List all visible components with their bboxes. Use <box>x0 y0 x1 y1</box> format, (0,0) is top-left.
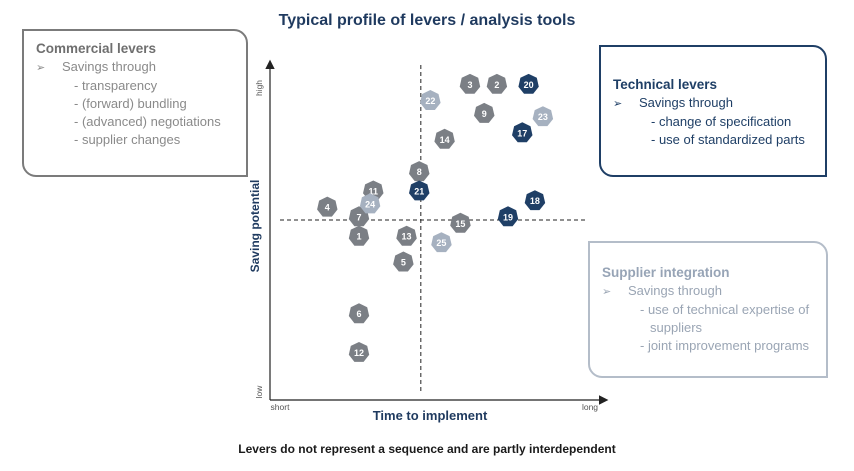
supplier-integration-heading: Supplier integration <box>602 265 730 280</box>
lever-point-5 <box>393 251 414 272</box>
technical-levers-box: Technical levers ➢ Savings through - chan… <box>599 45 827 177</box>
lever-point-label: 23 <box>538 112 548 122</box>
commercial-levers-box: Commercial levers ➢ Savings through - tra… <box>22 29 248 177</box>
arrow-bullet-icon: ➢ <box>602 286 612 298</box>
lever-point-label: 25 <box>436 238 446 248</box>
x-axis-label: Time to implement <box>373 408 488 423</box>
technical-lead-text: Savings through <box>639 95 733 110</box>
lever-point-19 <box>497 206 519 227</box>
lever-point-label: 7 <box>356 212 361 222</box>
lever-point-label: 15 <box>455 219 465 229</box>
lever-point-label: 11 <box>369 186 379 196</box>
technical-levers-heading: Technical levers <box>613 77 718 92</box>
lever-point-label: 9 <box>482 109 487 119</box>
lever-point-label: 21 <box>414 186 424 196</box>
technical-levers-lead: ➢ Savings through <box>613 94 813 113</box>
y-tick-high: high <box>254 80 264 96</box>
lever-point-label: 20 <box>524 80 534 90</box>
lever-point-14 <box>434 128 455 149</box>
lever-point-label: 1 <box>356 232 361 242</box>
supplier-integration-box: Supplier integration ➢ Savings through - … <box>588 241 828 378</box>
supplier-integration-lead: ➢ Savings through <box>602 282 814 301</box>
lever-point-12 <box>348 342 370 362</box>
commercial-levers-lead: ➢ Savings through <box>36 58 234 77</box>
footer-note: Levers do not represent a sequence and a… <box>238 442 616 456</box>
lever-point-label: 13 <box>402 232 412 242</box>
lever-point-13 <box>396 225 417 246</box>
lever-point-label: 6 <box>356 309 361 319</box>
lever-point-label: 18 <box>530 196 540 206</box>
page-title: Typical profile of levers / analysis too… <box>278 12 576 29</box>
lever-point-9 <box>474 102 495 123</box>
lever-point-17 <box>512 122 533 143</box>
commercial-item: - supplier changes <box>74 132 181 147</box>
lever-point-label: 17 <box>517 128 527 138</box>
commercial-item: - (advanced) negotiations <box>74 114 221 129</box>
lever-point-24 <box>359 193 381 214</box>
arrow-bullet-icon: ➢ <box>613 98 623 110</box>
lever-point-label: 3 <box>467 80 472 90</box>
lever-point-3 <box>459 73 481 94</box>
supplier-item: - joint improvement programs <box>640 338 810 353</box>
lever-point-label: 14 <box>440 135 450 145</box>
lever-point-22 <box>420 90 441 110</box>
lever-point-label: 5 <box>401 258 406 268</box>
lever-point-6 <box>348 303 370 324</box>
lever-point-21 <box>409 180 430 201</box>
supplier-item: - use of technical expertise of <box>640 302 810 317</box>
arrow-bullet-icon: ➢ <box>36 62 46 74</box>
x-tick-long: long <box>582 402 598 412</box>
lever-point-label: 2 <box>494 80 499 90</box>
lever-point-4 <box>317 196 338 217</box>
technical-item: - use of standardized parts <box>651 132 805 147</box>
lever-point-label: 4 <box>325 203 330 213</box>
commercial-levers-heading: Commercial levers <box>36 41 157 56</box>
lever-point-25 <box>431 232 452 253</box>
commercial-lead-text: Savings through <box>62 59 156 74</box>
lever-point-label: 8 <box>417 167 422 177</box>
commercial-item: - (forward) bundling <box>74 96 187 111</box>
supplier-item: suppliers <box>650 320 703 335</box>
lever-point-label: 24 <box>365 199 375 209</box>
lever-point-label: 22 <box>425 96 435 106</box>
lever-point-20 <box>518 73 539 94</box>
lever-point-18 <box>524 190 546 211</box>
x-tick-short: short <box>271 402 291 412</box>
lever-point-1 <box>348 225 370 246</box>
y-axis-label: Saving potential <box>248 180 262 273</box>
lever-point-8 <box>409 161 430 182</box>
lever-point-label: 19 <box>503 212 513 222</box>
lever-point-2 <box>486 73 508 94</box>
commercial-item: - transparency <box>74 78 158 93</box>
y-tick-low: low <box>254 385 264 399</box>
lever-point-label: 12 <box>354 348 364 358</box>
lever-point-15 <box>450 212 471 233</box>
technical-item: - change of specification <box>651 114 792 129</box>
supplier-lead-text: Savings through <box>628 283 722 298</box>
lever-point-23 <box>532 106 554 127</box>
